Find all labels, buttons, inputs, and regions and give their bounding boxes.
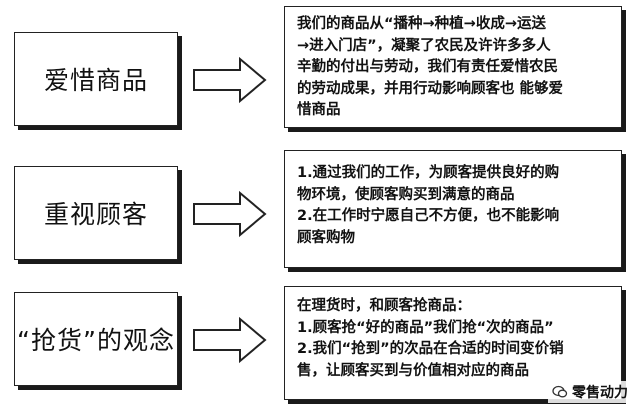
explanation-line: →进入门店”，凝聚了农民及许许多多人 <box>297 37 551 54</box>
concept-title-3: “抢货”的观念 <box>17 326 175 355</box>
explanation-line: 2.在工作时宁愿自己不方便，也不能影响 <box>297 208 560 224</box>
explanation-line: 1.顾客抢“好的商品”我们抢“次的商品” <box>297 319 554 336</box>
chat-bubble-icon <box>552 385 568 398</box>
explanation-line: 的劳动成果，并用行动影响顾客也 能够爱 <box>297 80 564 97</box>
explanation-line: 顾客购物 <box>297 229 355 246</box>
explanation-box-1: 我们的商品从“播种→种植→收成→运送 →进入门店”，凝聚了农民及许许多多人 辛勤… <box>284 6 622 128</box>
explanation-line: 物环境，使顾客购买到满意的商品 <box>297 186 515 203</box>
concept-title-1: 爱惜商品 <box>43 66 148 95</box>
explanation-line: 我们的商品从“播种→种植→收成→运送 <box>297 16 546 32</box>
arrow-right-icon <box>193 190 267 238</box>
explanation-line: 售，让顾客买到与价值相对应的商品 <box>297 362 529 379</box>
explanation-line: 在理货时，和顾客抢商品： <box>297 298 471 314</box>
concept-box-3: “抢货”的观念 <box>14 292 178 386</box>
watermark: 零售动力 <box>548 381 632 403</box>
explanation-line: 1.通过我们的工作，为顾客提供良好的购 <box>297 165 560 181</box>
concept-box-2: 重视顾客 <box>14 166 178 260</box>
watermark-text: 零售动力 <box>572 385 628 401</box>
explanation-line: 辛勤的付出与劳动，我们有责任爱惜农民 <box>297 59 558 75</box>
explanation-line: 2.我们“抢到”的次品在合适的时间变价销 <box>297 341 564 357</box>
explanation-line: 惜商品 <box>297 102 341 118</box>
arrow-right-icon <box>193 56 267 104</box>
concept-box-1: 爱惜商品 <box>14 32 178 126</box>
explanation-box-2: 1.通过我们的工作，为顾客提供良好的购 物环境，使顾客购买到满意的商品 2.在工… <box>284 150 622 268</box>
arrow-right-icon <box>193 316 267 364</box>
concept-title-2: 重视顾客 <box>43 200 148 229</box>
